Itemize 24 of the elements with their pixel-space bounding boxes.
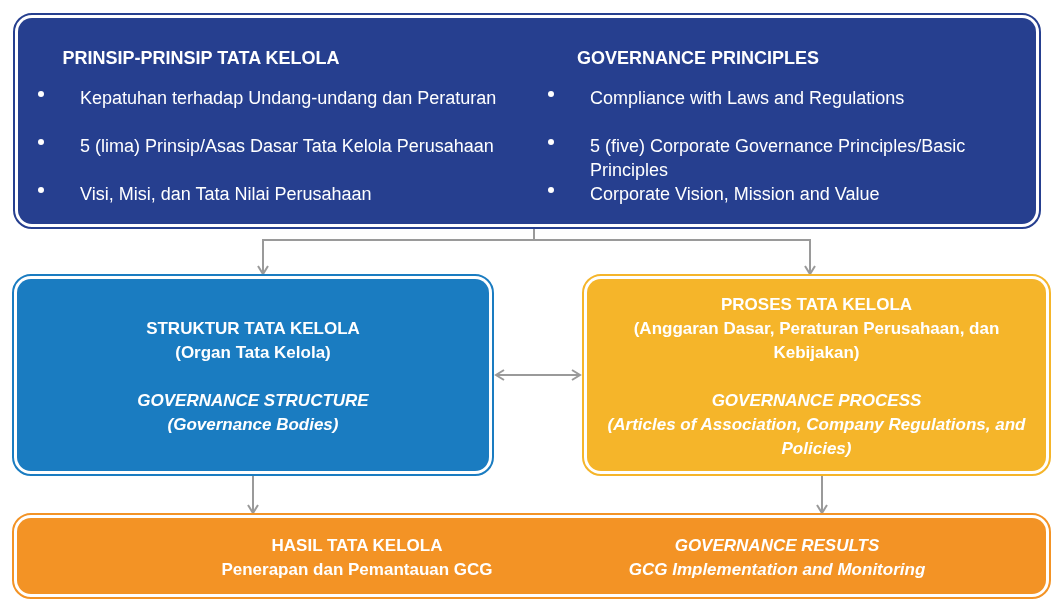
arrow (495, 369, 581, 381)
bullet-text: Kepatuhan terhadap Undang-undang dan Peraturan (80, 87, 498, 110)
box-heading: STRUKTUR TATA KELOLA (145, 318, 361, 340)
arrow (247, 475, 259, 514)
subtitle-text: (Governance Bodies) (166, 414, 340, 436)
subtitle-text: (Anggaran Dasar, Peraturan Perusahaan, dan Kebijakan) (632, 318, 1001, 364)
arrow (533, 227, 816, 275)
subtitle-text: GCG Implementation and Monitoring (627, 560, 927, 580)
box-heading: PROSES TATA KELOLA (719, 294, 914, 316)
bullet-text: Visi, Misi, dan Tata Nilai Perusahaan (80, 183, 373, 206)
box-heading: HASIL TATA KELOLA (270, 536, 444, 556)
subtitle-text: Penerapan dan Pemantauan GCG (220, 560, 494, 580)
arrow (816, 475, 828, 514)
bullet-text: Corporate Vision, Mission and Value (590, 183, 881, 206)
subtitle-text: (Articles of Association, Company Regulations, and Policies) (606, 414, 1027, 460)
bullet-text: Compliance with Laws and Regulations (590, 87, 906, 110)
panel-heading: GOVERNANCE PRINCIPLES (575, 48, 820, 69)
box-heading: GOVERNANCE STRUCTURE (136, 390, 370, 412)
bullet-text: 5 (lima) Prinsip/Asas Dasar Tata Kelola Perusahaan (80, 135, 495, 158)
panel-heading: PRINSIP-PRINSIP TATA KELOLA (61, 48, 341, 69)
subtitle-text: (Organ Tata Kelola) (174, 342, 332, 364)
bullet-text: 5 (five) Corporate Governance Principles/Basic Principles (590, 135, 967, 182)
box-heading: GOVERNANCE RESULTS (673, 536, 881, 556)
box-heading: GOVERNANCE PROCESS (710, 390, 923, 412)
